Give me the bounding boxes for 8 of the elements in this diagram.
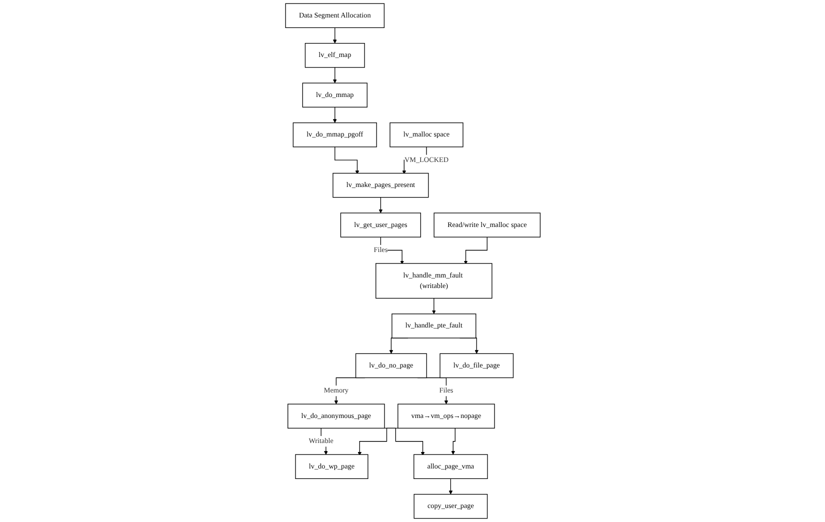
arrow <box>334 146 359 174</box>
arrow <box>463 236 488 265</box>
arrow <box>448 478 452 494</box>
arrow <box>332 106 336 123</box>
arrow <box>332 67 336 84</box>
arrow <box>432 298 436 314</box>
arrow <box>378 197 382 214</box>
arrow <box>332 27 336 44</box>
